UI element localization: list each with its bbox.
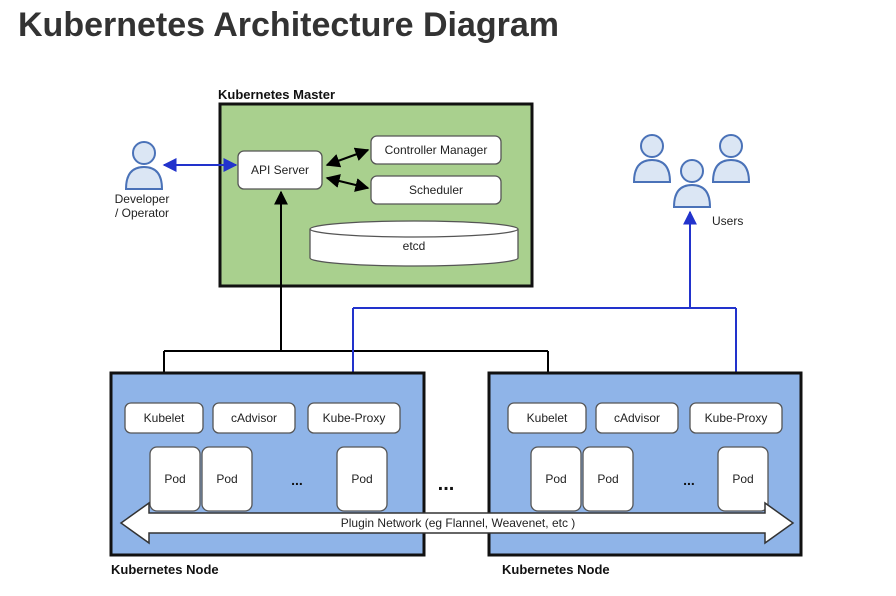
users-icon: [632, 134, 751, 208]
plugin-network-arrow: [119, 501, 795, 545]
api-controller-arrow: [325, 147, 370, 168]
pod-label: Pod: [732, 472, 753, 486]
cadvisor-box: [212, 402, 296, 434]
cadvisor-label: cAdvisor: [614, 411, 660, 425]
pod-label: Pod: [545, 472, 566, 486]
kube-proxy-box: [307, 402, 401, 434]
scheduler-label: Scheduler: [409, 183, 463, 197]
api-scheduler-arrow: [325, 174, 370, 192]
user-person-icon: [711, 134, 751, 183]
pod-box: [336, 446, 388, 512]
node-2: Kubelet cAdvisor Kube-Proxy Pod Pod ... …: [487, 371, 803, 577]
kube-proxy-box: [689, 402, 783, 434]
cadvisor-label: cAdvisor: [231, 411, 277, 425]
developer-label-line1: Developer: [115, 192, 170, 206]
kube-proxy-label: Kube-Proxy: [323, 411, 386, 425]
pod-box: [717, 446, 769, 512]
pod-box: [530, 446, 582, 512]
kubelet-box: [124, 402, 204, 434]
pod-label: Pod: [164, 472, 185, 486]
plugin-network-label: Plugin Network (eg Flannel, Weavenet, et…: [341, 516, 576, 530]
kubelet-label: Kubelet: [144, 411, 185, 425]
between-nodes-ellipsis: ...: [438, 473, 455, 495]
user-person-icon: [632, 134, 672, 183]
cadvisor-box: [595, 402, 679, 434]
kube-proxy-label: Kube-Proxy: [705, 411, 768, 425]
users-label: Users: [712, 214, 743, 228]
api-server-label: API Server: [251, 163, 309, 177]
kubelet-label: Kubelet: [527, 411, 568, 425]
scheduler-box: [370, 175, 502, 205]
master-label: Kubernetes Master: [218, 87, 335, 102]
page-title: Kubernetes Architecture Diagram: [18, 6, 560, 44]
api-server-box: [237, 150, 323, 190]
developer-label-line2: / Operator: [115, 206, 169, 220]
controller-manager-label: Controller Manager: [385, 143, 488, 157]
pods-ellipsis: ...: [683, 472, 695, 488]
pod-box: [201, 446, 253, 512]
pod-label: Pod: [216, 472, 237, 486]
pod-label: Pod: [597, 472, 618, 486]
user-person-icon: [672, 159, 712, 208]
node-label: Kubernetes Node: [111, 562, 219, 577]
node-1: Kubelet cAdvisor Kube-Proxy Pod Pod ... …: [109, 371, 426, 577]
pods-ellipsis: ...: [291, 472, 303, 488]
etcd-cylinder: [309, 220, 519, 267]
pod-label: Pod: [351, 472, 372, 486]
pod-box: [149, 446, 201, 512]
kubelet-box: [507, 402, 587, 434]
developer-person-icon: [124, 141, 164, 190]
node-label: Kubernetes Node: [502, 562, 610, 577]
controller-manager-box: [370, 135, 502, 165]
etcd-label: etcd: [403, 239, 426, 253]
pod-box: [582, 446, 634, 512]
